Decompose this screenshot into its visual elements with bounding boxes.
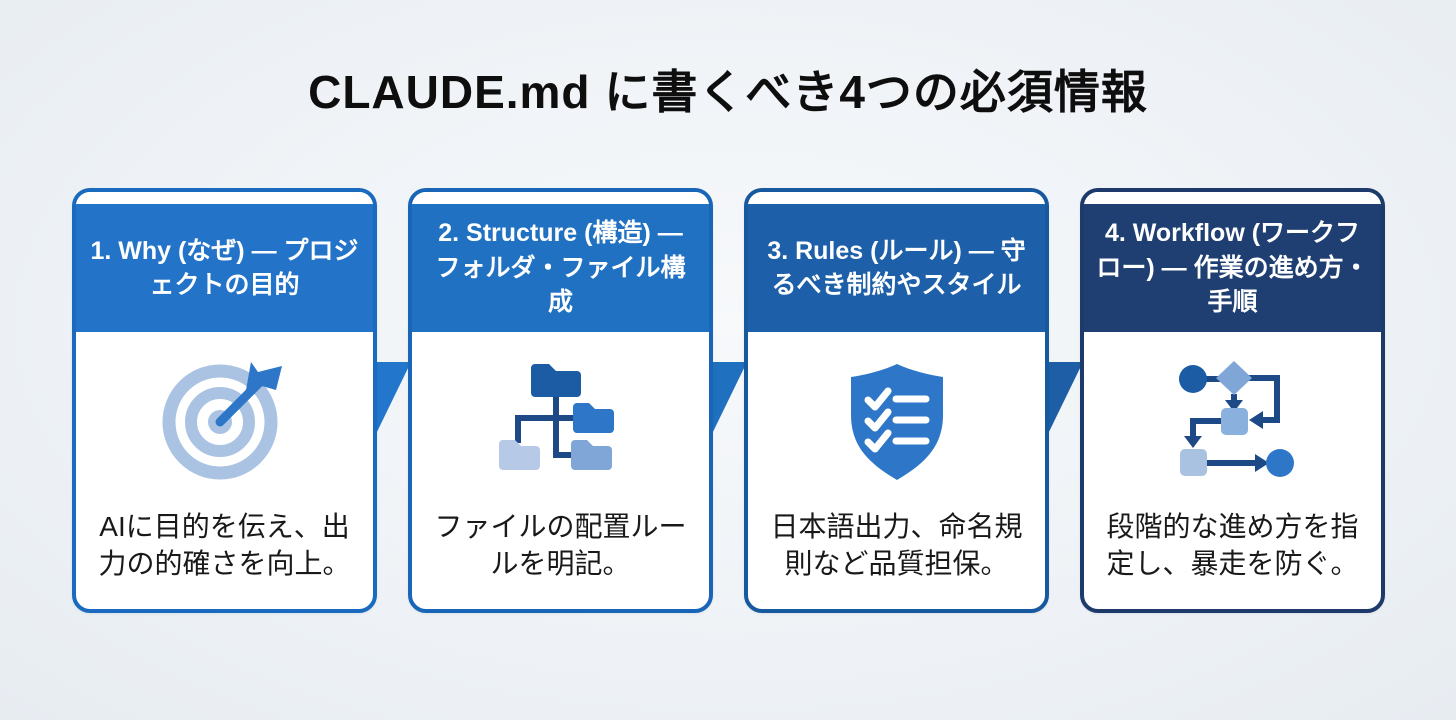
folder-tree-icon <box>498 364 614 470</box>
target-icon <box>162 362 282 480</box>
card-workflow: 4. Workflow (ワークフロー) — 作業の進め方・手順 段階的な進め方… <box>1080 188 1385 613</box>
card-rules: 3. Rules (ルール) — 守るべき制約やスタイル 日本語出力、命名規則な… <box>744 188 1049 613</box>
card-structure-header: 2. Structure (構造) — フォルダ・ファイル構成 <box>412 204 709 332</box>
card-workflow-header: 4. Workflow (ワークフロー) — 作業の進め方・手順 <box>1084 204 1381 332</box>
connector-wedge-3 <box>1046 362 1083 438</box>
card-rules-header: 3. Rules (ルール) — 守るべき制約やスタイル <box>748 204 1045 332</box>
card-workflow-icon-area <box>1084 332 1381 500</box>
card-why-header: 1. Why (なぜ) — プロジェクトの目的 <box>76 204 373 332</box>
connector-wedge-2 <box>710 362 747 438</box>
flowchart-icon <box>1178 361 1294 477</box>
card-why-icon-area <box>76 332 373 500</box>
card-top-strip <box>1084 192 1381 204</box>
card-top-strip <box>748 192 1045 204</box>
card-top-strip <box>412 192 709 204</box>
shield-checklist-icon <box>850 364 943 480</box>
card-structure: 2. Structure (構造) — フォルダ・ファイル構成 ファイルの配置ル… <box>408 188 713 613</box>
card-why: 1. Why (なぜ) — プロジェクトの目的 AIに目的を伝え、出力の的確さを… <box>72 188 377 613</box>
card-rules-icon-area <box>748 332 1045 500</box>
card-workflow-description: 段階的な進め方を指定し、暴走を防ぐ。 <box>1106 510 1359 579</box>
card-structure-icon-area <box>412 332 709 500</box>
connector-wedge-1 <box>374 362 411 438</box>
card-why-description: AIに目的を伝え、出力の的確さを向上。 <box>98 510 351 579</box>
card-rules-description: 日本語出力、命名規則など品質担保。 <box>770 510 1023 579</box>
card-top-strip <box>76 192 373 204</box>
page-title: CLAUDE.md に書くべき4つの必須情報 <box>308 66 1148 118</box>
card-structure-description: ファイルの配置ルールを明記。 <box>434 510 687 579</box>
